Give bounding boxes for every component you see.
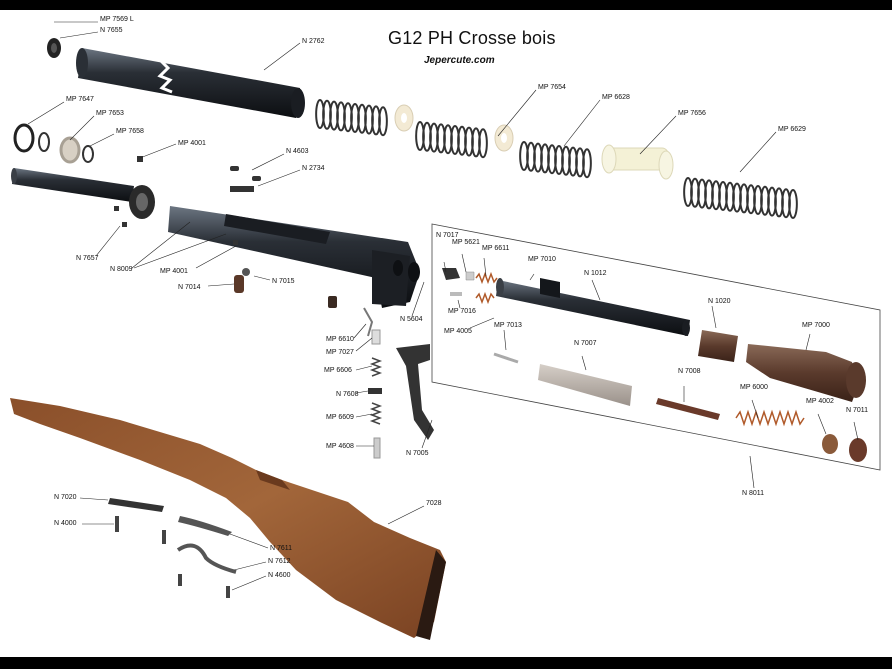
part-label: MP 6000 xyxy=(740,384,768,391)
part-label: MP 7654 xyxy=(538,84,566,91)
wood-stock-part xyxy=(10,398,446,640)
diagram-title: G12 PH Crosse bois xyxy=(388,28,556,48)
part-label: N 7005 xyxy=(406,450,429,457)
part-label: N 7655 xyxy=(100,27,123,34)
end-cap-part xyxy=(47,38,61,58)
spring-coil xyxy=(582,148,592,179)
trigger-assembly xyxy=(363,307,434,459)
part-label: MP 7658 xyxy=(116,128,144,135)
part-label: N 7608 xyxy=(336,391,359,398)
part-label: MP 7010 xyxy=(528,256,556,263)
part-label: MP 6609 xyxy=(326,414,354,421)
part-label: N 7612 xyxy=(268,558,291,565)
part-label: MP 6610 xyxy=(326,336,354,343)
part-label: N 7020 xyxy=(54,494,77,501)
part-label: MP 6629 xyxy=(778,126,806,133)
part-label: N 7007 xyxy=(574,340,597,347)
part-label: 7028 xyxy=(426,500,442,507)
part-label: N 4603 xyxy=(286,148,309,155)
inset-springs xyxy=(475,271,805,427)
receiver-part xyxy=(168,206,420,308)
part-label: N 7657 xyxy=(76,255,99,262)
part-label: MP 5621 xyxy=(452,239,480,246)
part-label: MP 7027 xyxy=(326,349,354,356)
exploded-view-diagram xyxy=(10,21,881,640)
part-label: N 8011 xyxy=(742,490,765,497)
piston-assembly xyxy=(442,268,867,462)
part-label: N 7611 xyxy=(270,545,293,552)
part-label: N 1020 xyxy=(708,298,731,305)
part-label: MP 7653 xyxy=(96,110,124,117)
barrel-part xyxy=(11,168,155,219)
spring-coil xyxy=(788,189,798,219)
part-label: N 7011 xyxy=(846,407,869,414)
part-label: MP 6606 xyxy=(324,367,352,374)
part-label: N 2762 xyxy=(302,38,325,45)
part-label: MP 4001 xyxy=(178,140,206,147)
inset-frame xyxy=(431,223,881,471)
spring-guide-part xyxy=(601,144,674,180)
part-label: MP 7647 xyxy=(66,96,94,103)
part-label: MP 4005 xyxy=(444,328,472,335)
part-label: MP 4002 xyxy=(806,398,834,405)
part-label: MP 4608 xyxy=(326,443,354,450)
spring-set-top xyxy=(315,99,798,219)
part-label: MP 7656 xyxy=(678,110,706,117)
spring-coil xyxy=(478,128,488,159)
trigger-guard-parts xyxy=(108,498,237,598)
outer-tube-part xyxy=(76,48,305,118)
part-label: N 5604 xyxy=(400,316,423,323)
part-label: N 7017 xyxy=(436,232,459,239)
part-label: N 4000 xyxy=(54,520,77,527)
leader-lines xyxy=(27,21,859,591)
part-label: MP 4001 xyxy=(160,268,188,275)
part-label: MP 7016 xyxy=(448,308,476,315)
diagram-canvas: G12 PH Crosse bois Jepercute.com MP 7569… xyxy=(0,10,892,657)
part-label: N 7014 xyxy=(178,284,201,291)
part-label: MP 7569 L xyxy=(100,16,134,23)
part-label: MP 6611 xyxy=(482,245,510,252)
spring-coil xyxy=(378,106,388,137)
part-label: MP 7013 xyxy=(494,322,522,329)
part-label: N 7008 xyxy=(678,368,701,375)
part-label: MP 7000 xyxy=(802,322,830,329)
part-label: N 8009 xyxy=(110,266,133,273)
part-label: MP 6628 xyxy=(602,94,630,101)
diagram-subtitle: Jepercute.com xyxy=(424,55,495,66)
screw-parts xyxy=(114,156,337,308)
part-label: N 2734 xyxy=(302,165,325,172)
part-label: N 1012 xyxy=(584,270,607,277)
part-label: N 7015 xyxy=(272,278,295,285)
o-ring-part xyxy=(13,123,94,164)
part-label: N 4600 xyxy=(268,572,291,579)
